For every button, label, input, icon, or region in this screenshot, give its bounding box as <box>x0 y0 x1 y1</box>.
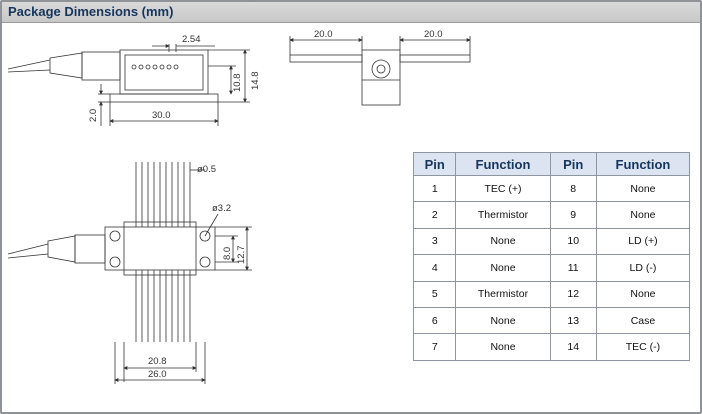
dim-pin-span: 20.8 <box>148 356 167 367</box>
panel-title: Package Dimensions (mm) <box>8 4 174 19</box>
dim-hole-spacing: 8.0 <box>222 247 233 260</box>
end-view <box>289 36 471 106</box>
table-cell: 3 <box>412 227 457 256</box>
table-row: 5 Thermistor 12 None <box>412 280 691 308</box>
table-cell: TEC (+) <box>455 174 551 203</box>
table-cell: 11 <box>549 254 597 282</box>
dimension-drawing: 2.54 14.8 10.8 2.0 30.0 20.0 20.0 ø0.5 ø… <box>7 29 471 384</box>
dim-height-outer: 14.8 <box>250 72 261 91</box>
pin-function-table: Pin Function Pin Function 1 TEC (+) 8 No… <box>412 152 691 361</box>
table-cell: Case <box>595 306 691 335</box>
table-cell: None <box>455 333 551 361</box>
table-row: 4 None 11 LD (-) <box>412 254 691 282</box>
panel-header: Package Dimensions (mm) <box>2 2 700 23</box>
table-cell: Thermistor <box>455 201 551 229</box>
table-header-row: Pin Function Pin Function <box>412 152 691 176</box>
dim-tab-left: 20.0 <box>314 29 333 40</box>
dim-hole-diameter: ø3.2 <box>212 203 231 214</box>
dim-pin-diameter: ø0.5 <box>197 164 216 175</box>
table-cell: LD (-) <box>595 254 691 282</box>
table-row: 6 None 13 Case <box>412 306 691 335</box>
table-cell: None <box>455 227 551 256</box>
table-cell: None <box>595 280 691 308</box>
table-cell: None <box>595 174 691 203</box>
table-cell: 9 <box>549 201 597 229</box>
table-cell: Thermistor <box>455 280 551 308</box>
dim-pin-pitch: 2.54 <box>182 34 201 45</box>
dim-base-thickness: 2.0 <box>88 109 99 122</box>
side-view <box>7 44 250 126</box>
dim-tab-right: 20.0 <box>424 29 443 40</box>
header-pin-1: Pin <box>412 152 457 176</box>
table-cell: 4 <box>412 254 457 282</box>
table-cell: 13 <box>549 306 597 335</box>
dim-base-width: 26.0 <box>148 369 167 380</box>
pin-holes <box>131 64 179 70</box>
table-cell: 7 <box>412 333 457 361</box>
table-cell: 2 <box>412 201 457 229</box>
table-cell: 10 <box>549 227 597 256</box>
table-cell: None <box>455 306 551 335</box>
table-cell: 5 <box>412 280 457 308</box>
header-pin-2: Pin <box>549 152 597 176</box>
table-cell: 1 <box>412 174 457 203</box>
table-row: 3 None 10 LD (+) <box>412 227 691 256</box>
table-cell: 6 <box>412 306 457 335</box>
table-cell: 12 <box>549 280 597 308</box>
table-row: 7 None 14 TEC (-) <box>412 333 691 361</box>
table-cell: LD (+) <box>595 227 691 256</box>
dim-body-length: 30.0 <box>152 110 171 121</box>
dim-height-inner: 10.8 <box>232 74 243 93</box>
header-function-1: Function <box>455 152 551 176</box>
table-row: 2 Thermistor 9 None <box>412 201 691 229</box>
table-cell: 8 <box>549 174 597 203</box>
table-cell: 14 <box>549 333 597 361</box>
table-row: 1 TEC (+) 8 None <box>412 174 691 203</box>
header-function-2: Function <box>595 152 691 176</box>
table-cell: None <box>455 254 551 282</box>
dim-body-width: 12.7 <box>236 246 247 265</box>
table-cell: None <box>595 201 691 229</box>
top-view <box>7 162 252 384</box>
table-cell: TEC (-) <box>595 333 691 361</box>
